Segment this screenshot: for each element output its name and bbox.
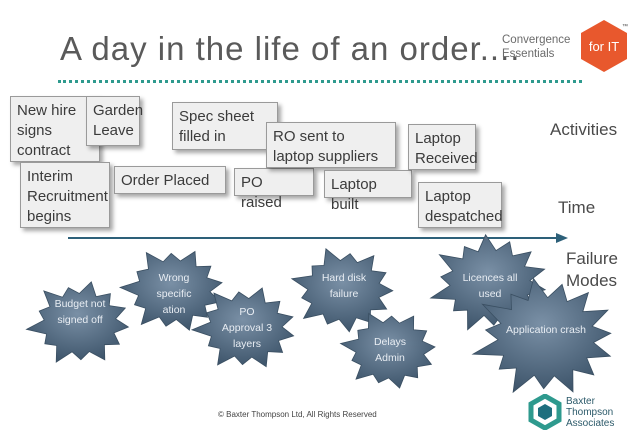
failure-modes-line-1: Failure [566,249,618,268]
brand-line-2: Essentials [502,48,555,60]
failure-po-approval-3-layers: PO Approval 3 layers [218,304,276,352]
activity-label: Laptop Received [415,130,478,167]
company-line-2: Thompson [566,407,614,418]
activity-garden-leave: Garden Leave [86,96,144,146]
activity-order-placed: Order Placed [114,166,226,194]
time-label: Time [558,198,596,217]
failure-delays-admin: Delays Admin [362,334,418,366]
slide-title: A day in the life of an order.... [60,30,521,67]
failure-label: Application crash [506,324,586,336]
activity-label: Order Placed [121,172,210,189]
activity-label: RO sent to laptop suppliers [273,128,379,165]
failure-label: Licences all used [462,272,518,300]
brand-badge-text: for IT [589,39,619,54]
baxter-thompson-logo-icon [528,394,562,430]
activity-label: Interim Recruitment begins [27,168,108,225]
activity-ro-sent-to-laptop-suppliers: RO sent to laptop suppliers [266,122,396,168]
failure-budget-not-signed-off: Budget not signed off [50,296,110,328]
activity-label: Spec sheet filled in [179,108,255,145]
failure-wrong-specification: Wrong specific ation [144,270,204,318]
failure-modes-label: Failure Modes [566,248,618,292]
starburst-wrong-spec [118,250,223,331]
starburst-hard-disk [290,248,394,333]
starburst-budget [25,281,130,363]
brand-tm: ™ [622,23,628,30]
failure-label: Delays Admin [373,336,407,364]
failure-hard-disk-failure: Hard disk failure [316,270,372,302]
failure-application-crash: Application crash [506,322,586,338]
dotted-divider [58,80,582,83]
starburst-delays [339,312,436,389]
activity-label: Laptop built [331,176,377,213]
activity-laptop-despatched: Laptop despatched [418,182,503,228]
activity-label: Laptop despatched [425,188,503,225]
failure-label: Wrong specific ation [156,272,192,316]
activity-laptop-built: Laptop built [324,170,412,213]
convergence-hexagon-logo: for IT ™ [581,20,628,72]
activity-label: PO raised [241,174,282,211]
starburst-application [471,277,612,394]
failure-label: Budget not signed off [54,298,106,326]
failure-label: PO Approval 3 layers [221,306,273,350]
activity-laptop-received: Laptop Received [408,124,478,170]
starburst-po-approval [190,287,295,368]
activity-label: Garden Leave [93,102,144,139]
brand-name: Convergence Essentials [502,33,570,61]
activity-label: New hire signs contract [17,102,77,159]
copyright-footer: © Baxter Thompson Ltd, All Rights Reserv… [218,410,377,419]
failure-licences-all-used: Licences all used [458,270,522,302]
activity-interim-recruitment-begins: Interim Recruitment begins [20,162,110,228]
failure-label: Hard disk failure [321,272,367,300]
company-name: Baxter Thompson Associates [566,396,614,429]
activities-label: Activities [550,120,618,139]
company-line-1: Baxter [566,396,595,407]
company-line-3: Associates [566,418,615,429]
brand-line-1: Convergence [502,34,571,46]
failure-modes-line-2: Modes [566,271,618,290]
activity-po-raised: PO raised [234,168,314,211]
activity-spec-sheet-filled-in: Spec sheet filled in [172,102,278,150]
